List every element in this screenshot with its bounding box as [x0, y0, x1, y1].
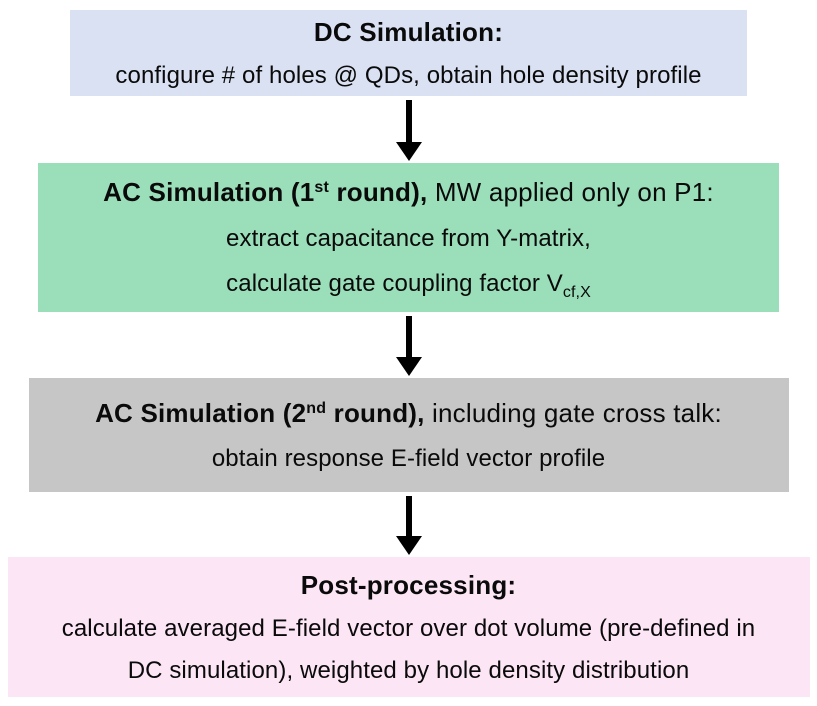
flow-arrow-down-1: [395, 96, 422, 163]
arrow-shaft: [405, 496, 412, 536]
post-processing-body-1: calculate averaged E-field vector over d…: [61, 614, 756, 642]
ac-2nd-round-body: obtain response E-field vector profile: [211, 444, 606, 472]
ac-2nd-round-title: AC Simulation (2nd round), including gat…: [95, 398, 722, 429]
arrow-head-icon: [395, 142, 422, 161]
ordinal-superscript: st: [314, 179, 330, 196]
flow-arrow-down-2: [395, 312, 422, 378]
arrow-head-icon: [395, 357, 422, 376]
title-bold-segment: AC Simulation (1: [103, 177, 315, 207]
ac-1st-round-body-1: extract capacitance from Y-matrix,: [226, 225, 591, 252]
post-processing-body-2: DC simulation), weighted by hole density…: [127, 656, 690, 684]
body-text-segment: calculate gate coupling factor V: [226, 270, 563, 297]
flow-arrow-down-3: [395, 492, 422, 557]
box-ac-simulation-2nd-round: AC Simulation (2nd round), including gat…: [28, 378, 789, 492]
ac-1st-round-title: AC Simulation (1st round), MW applied on…: [103, 177, 714, 208]
arrow-shaft: [405, 100, 412, 142]
title-bold-segment: round),: [326, 397, 425, 428]
arrow-shaft: [405, 316, 412, 357]
ordinal-superscript: nd: [306, 399, 327, 417]
vcf-subscript: cf,X: [562, 284, 591, 301]
title-regular-segment: including gate cross talk:: [424, 397, 722, 428]
box-ac-simulation-1st-round: AC Simulation (1st round), MW applied on…: [38, 163, 779, 312]
box-post-processing: Post-processing: calculate averaged E-fi…: [7, 557, 810, 697]
title-regular-segment: MW applied only on P1:: [427, 177, 714, 207]
dc-simulation-body: configure # of holes @ QDs, obtain hole …: [115, 61, 702, 89]
box-dc-simulation: DC Simulation: configure # of holes @ QD…: [70, 10, 747, 96]
post-processing-title: Post-processing:: [300, 569, 517, 600]
dc-simulation-title: DC Simulation:: [313, 16, 504, 47]
title-bold-segment: round),: [329, 177, 428, 207]
title-bold-segment: AC Simulation (2: [95, 397, 307, 428]
arrow-head-icon: [395, 536, 422, 555]
ac-1st-round-body-2: calculate gate coupling factor Vcf,X: [226, 270, 591, 301]
